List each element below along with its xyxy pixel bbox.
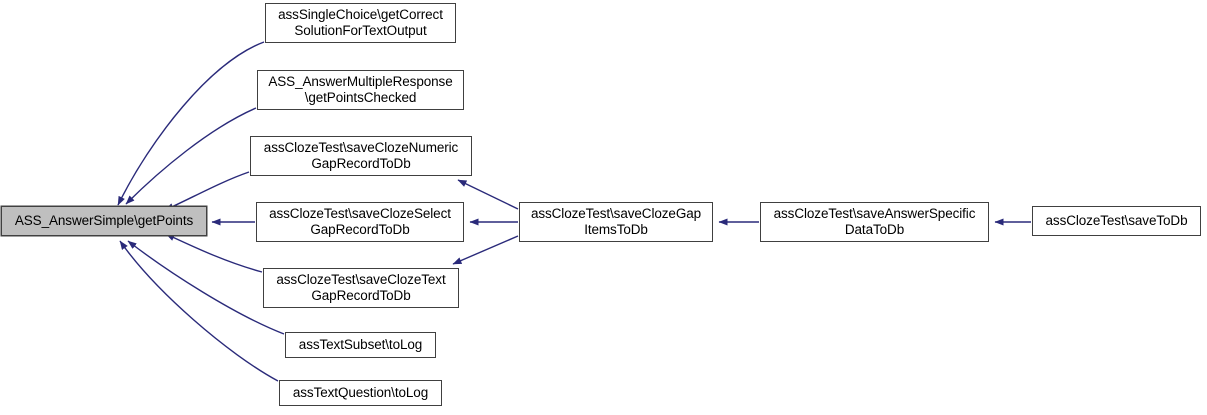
node-asssinglechoice-getcorrectsolutionfortextoutput[interactable]: assSingleChoice\getCorrect SolutionForTe… xyxy=(265,3,456,43)
node-label: assClozeTest\saveAnswerSpecific DataToDb xyxy=(773,206,976,237)
node-label: assClozeTest\saveClozeGap ItemsToDb xyxy=(530,206,702,237)
node-asstextquestion-tolog[interactable]: assTextQuestion\toLog xyxy=(279,380,442,406)
node-label: assTextSubset\toLog xyxy=(298,337,423,352)
edge-textsubset-to-getpoints xyxy=(127,240,285,335)
node-label: assClozeTest\saveClozeNumeric GapRecordT… xyxy=(263,140,459,171)
node-label: ASS_AnswerSimple\getPoints xyxy=(14,213,194,228)
node-assclozetest-saveclozeselectgaprecordtodb[interactable]: assClozeTest\saveClozeSelect GapRecordTo… xyxy=(256,202,464,242)
node-label: ASS_AnswerMultipleResponse \getPointsChe… xyxy=(268,74,453,105)
node-assclozetest-saveclozetextgaprecordtodb[interactable]: assClozeTest\saveClozeText GapRecordToDb xyxy=(263,268,459,308)
node-ass-answermultipleresponse-getpointschecked[interactable]: ASS_AnswerMultipleResponse \getPointsChe… xyxy=(257,70,464,110)
node-label: assClozeTest\saveClozeText GapRecordToDb xyxy=(276,272,446,303)
edge-clozetext-to-getpoints xyxy=(165,233,263,273)
edge-singlechoice-to-getpoints xyxy=(117,41,265,206)
node-assclozetest-savetodb[interactable]: assClozeTest\saveToDb xyxy=(1032,206,1201,236)
node-assclozetest-saveanswerspecificdatatodb[interactable]: assClozeTest\saveAnswerSpecific DataToDb xyxy=(760,202,989,242)
node-label: assClozeTest\saveClozeSelect GapRecordTo… xyxy=(269,206,451,237)
edge-clozegapitems-to-clozenumeric xyxy=(457,179,519,210)
node-label: assTextQuestion\toLog xyxy=(292,385,429,400)
node-assclozetest-saveclozenumericgaprecordtodb[interactable]: assClozeTest\saveClozeNumeric GapRecordT… xyxy=(250,136,472,176)
edge-clozenumeric-to-getpoints xyxy=(164,171,250,211)
node-asstextsubset-tolog[interactable]: assTextSubset\toLog xyxy=(285,332,436,358)
edge-clozegapitems-to-clozetext xyxy=(452,235,519,265)
node-assclozetest-saveclozegapitemstodb[interactable]: assClozeTest\saveClozeGap ItemsToDb xyxy=(519,202,713,242)
node-label: assClozeTest\saveToDb xyxy=(1045,213,1188,228)
node-ass-answersimple-getpoints[interactable]: ASS_AnswerSimple\getPoints xyxy=(1,206,207,236)
node-label: assSingleChoice\getCorrect SolutionForTe… xyxy=(278,7,443,38)
edge-multipleresponse-to-getpoints xyxy=(125,107,257,205)
edge-textquestion-to-getpoints xyxy=(119,240,279,382)
